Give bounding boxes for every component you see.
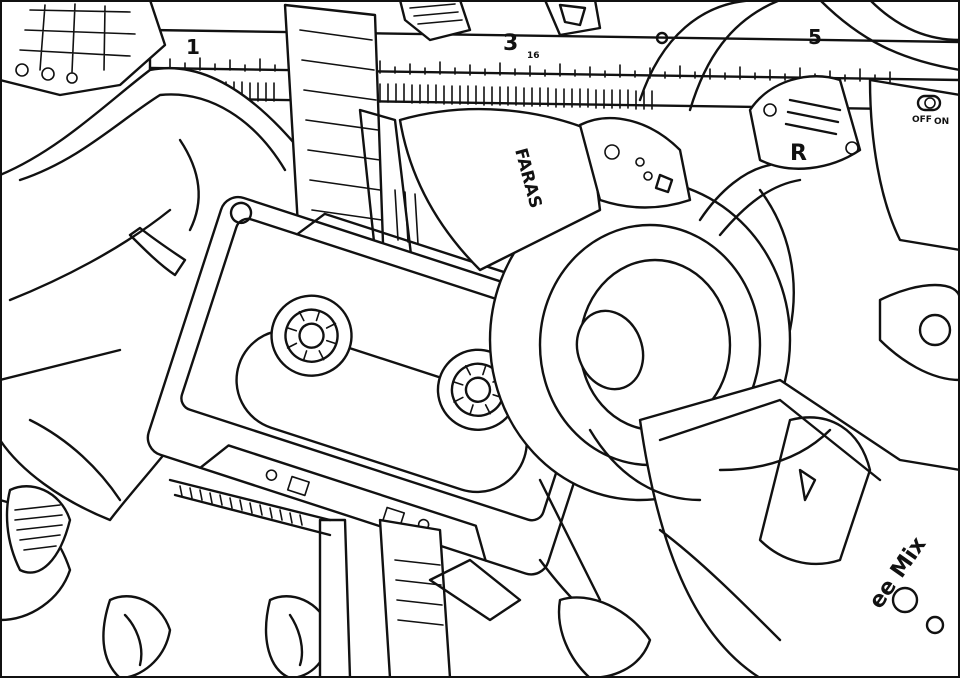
ruler-tick-label: 3 [503, 31, 518, 56]
top-scraps [398, 0, 669, 45]
switch-on-label: ON [934, 117, 949, 127]
cable [538, 428, 832, 602]
keypad-device [0, 0, 167, 97]
tape-reel-left [270, 294, 353, 377]
cassette-case: ee Mix [638, 378, 960, 678]
headphones-side-marker: R [790, 141, 807, 166]
ruler-tick-label: 1 [186, 35, 200, 59]
bottom-objects [0, 478, 652, 678]
ruler-tick-label: 16 [527, 51, 540, 61]
ruler-tick-label: 5 [808, 25, 822, 49]
walkman-device: OFF ON [868, 78, 960, 382]
headphone-band: R [638, 0, 960, 332]
switch-off-label: OFF [912, 115, 932, 125]
